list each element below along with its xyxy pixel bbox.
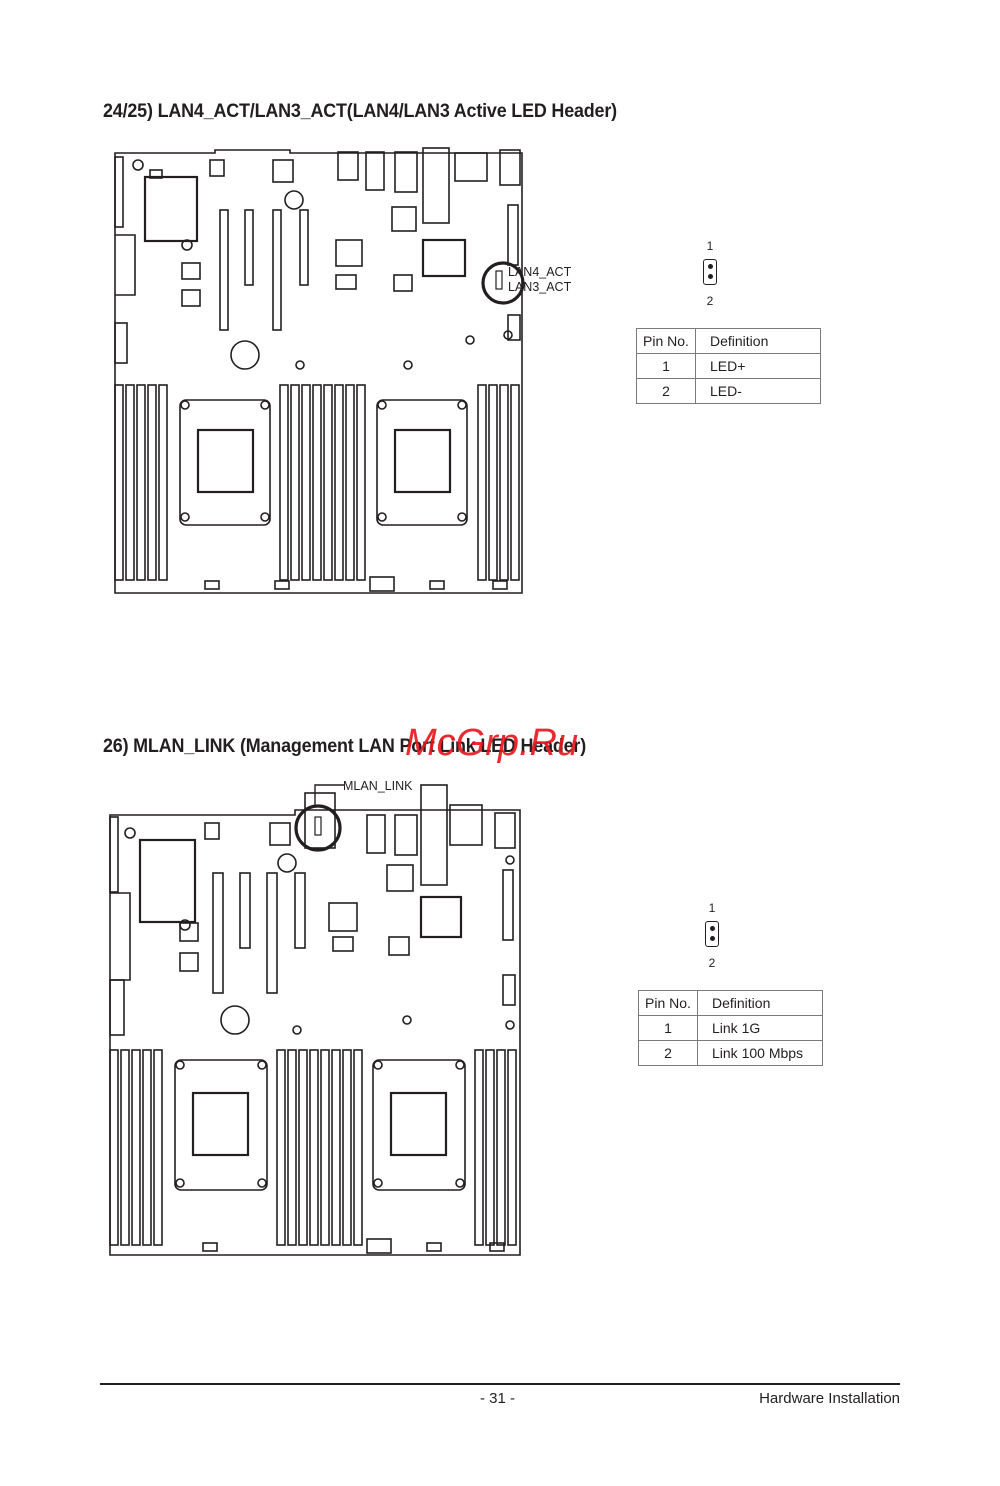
table-row: 2 Link 100 Mbps [638,1040,823,1066]
table-header-cell: Pin No. [636,328,696,354]
table-header-cell: Pin No. [638,990,698,1016]
table-row: 2 LED- [636,378,821,404]
table-cell: 1 [636,353,696,379]
table-cell: 2 [638,1040,698,1066]
table-cell: Link 1G [697,1015,823,1041]
lan-act-pin-table: Pin No. Definition 1 LED+ 2 LED- [636,328,821,404]
lan3-act-callout: LAN3_ACT [508,280,572,294]
table-header-row: Pin No. Definition [638,990,823,1016]
lan4-act-callout: LAN4_ACT [508,265,572,279]
mlan-link-pin-table: Pin No. Definition 1 Link 1G 2 Link 100 … [638,990,823,1066]
led-header-pins-icon [705,921,719,947]
section-heading-mlan-link: 26) MLAN_LINK (Management LAN Port Link … [103,735,587,757]
table-header-row: Pin No. Definition [636,328,821,354]
table-cell: 2 [636,378,696,404]
pin-label-2: 2 [706,294,714,308]
table-cell: Link 100 Mbps [697,1040,823,1066]
section-heading-lan-act: 24/25) LAN4_ACT/LAN3_ACT(LAN4/LAN3 Activ… [103,100,617,122]
table-cell: LED+ [695,353,821,379]
pin-label-1: 1 [708,901,716,915]
watermark-logo: McGrp.Ru [405,722,579,764]
pin-label-2: 2 [708,956,716,970]
table-header-cell: Definition [695,328,821,354]
table-row: 1 Link 1G [638,1015,823,1041]
pin-label-1: 1 [706,239,714,253]
motherboard-diagram-lan-act [114,147,525,594]
motherboard-diagram-mlan-link [109,784,521,1256]
led-header-pins-icon [703,259,717,285]
footer-divider [100,1383,900,1385]
table-cell: 1 [638,1015,698,1041]
page-number: - 31 - [480,1390,516,1407]
table-header-cell: Definition [697,990,823,1016]
footer-section-title: Hardware Installation [759,1390,900,1407]
table-row: 1 LED+ [636,353,821,379]
table-cell: LED- [695,378,821,404]
mlan-link-callout: MLAN_LINK [343,779,413,793]
